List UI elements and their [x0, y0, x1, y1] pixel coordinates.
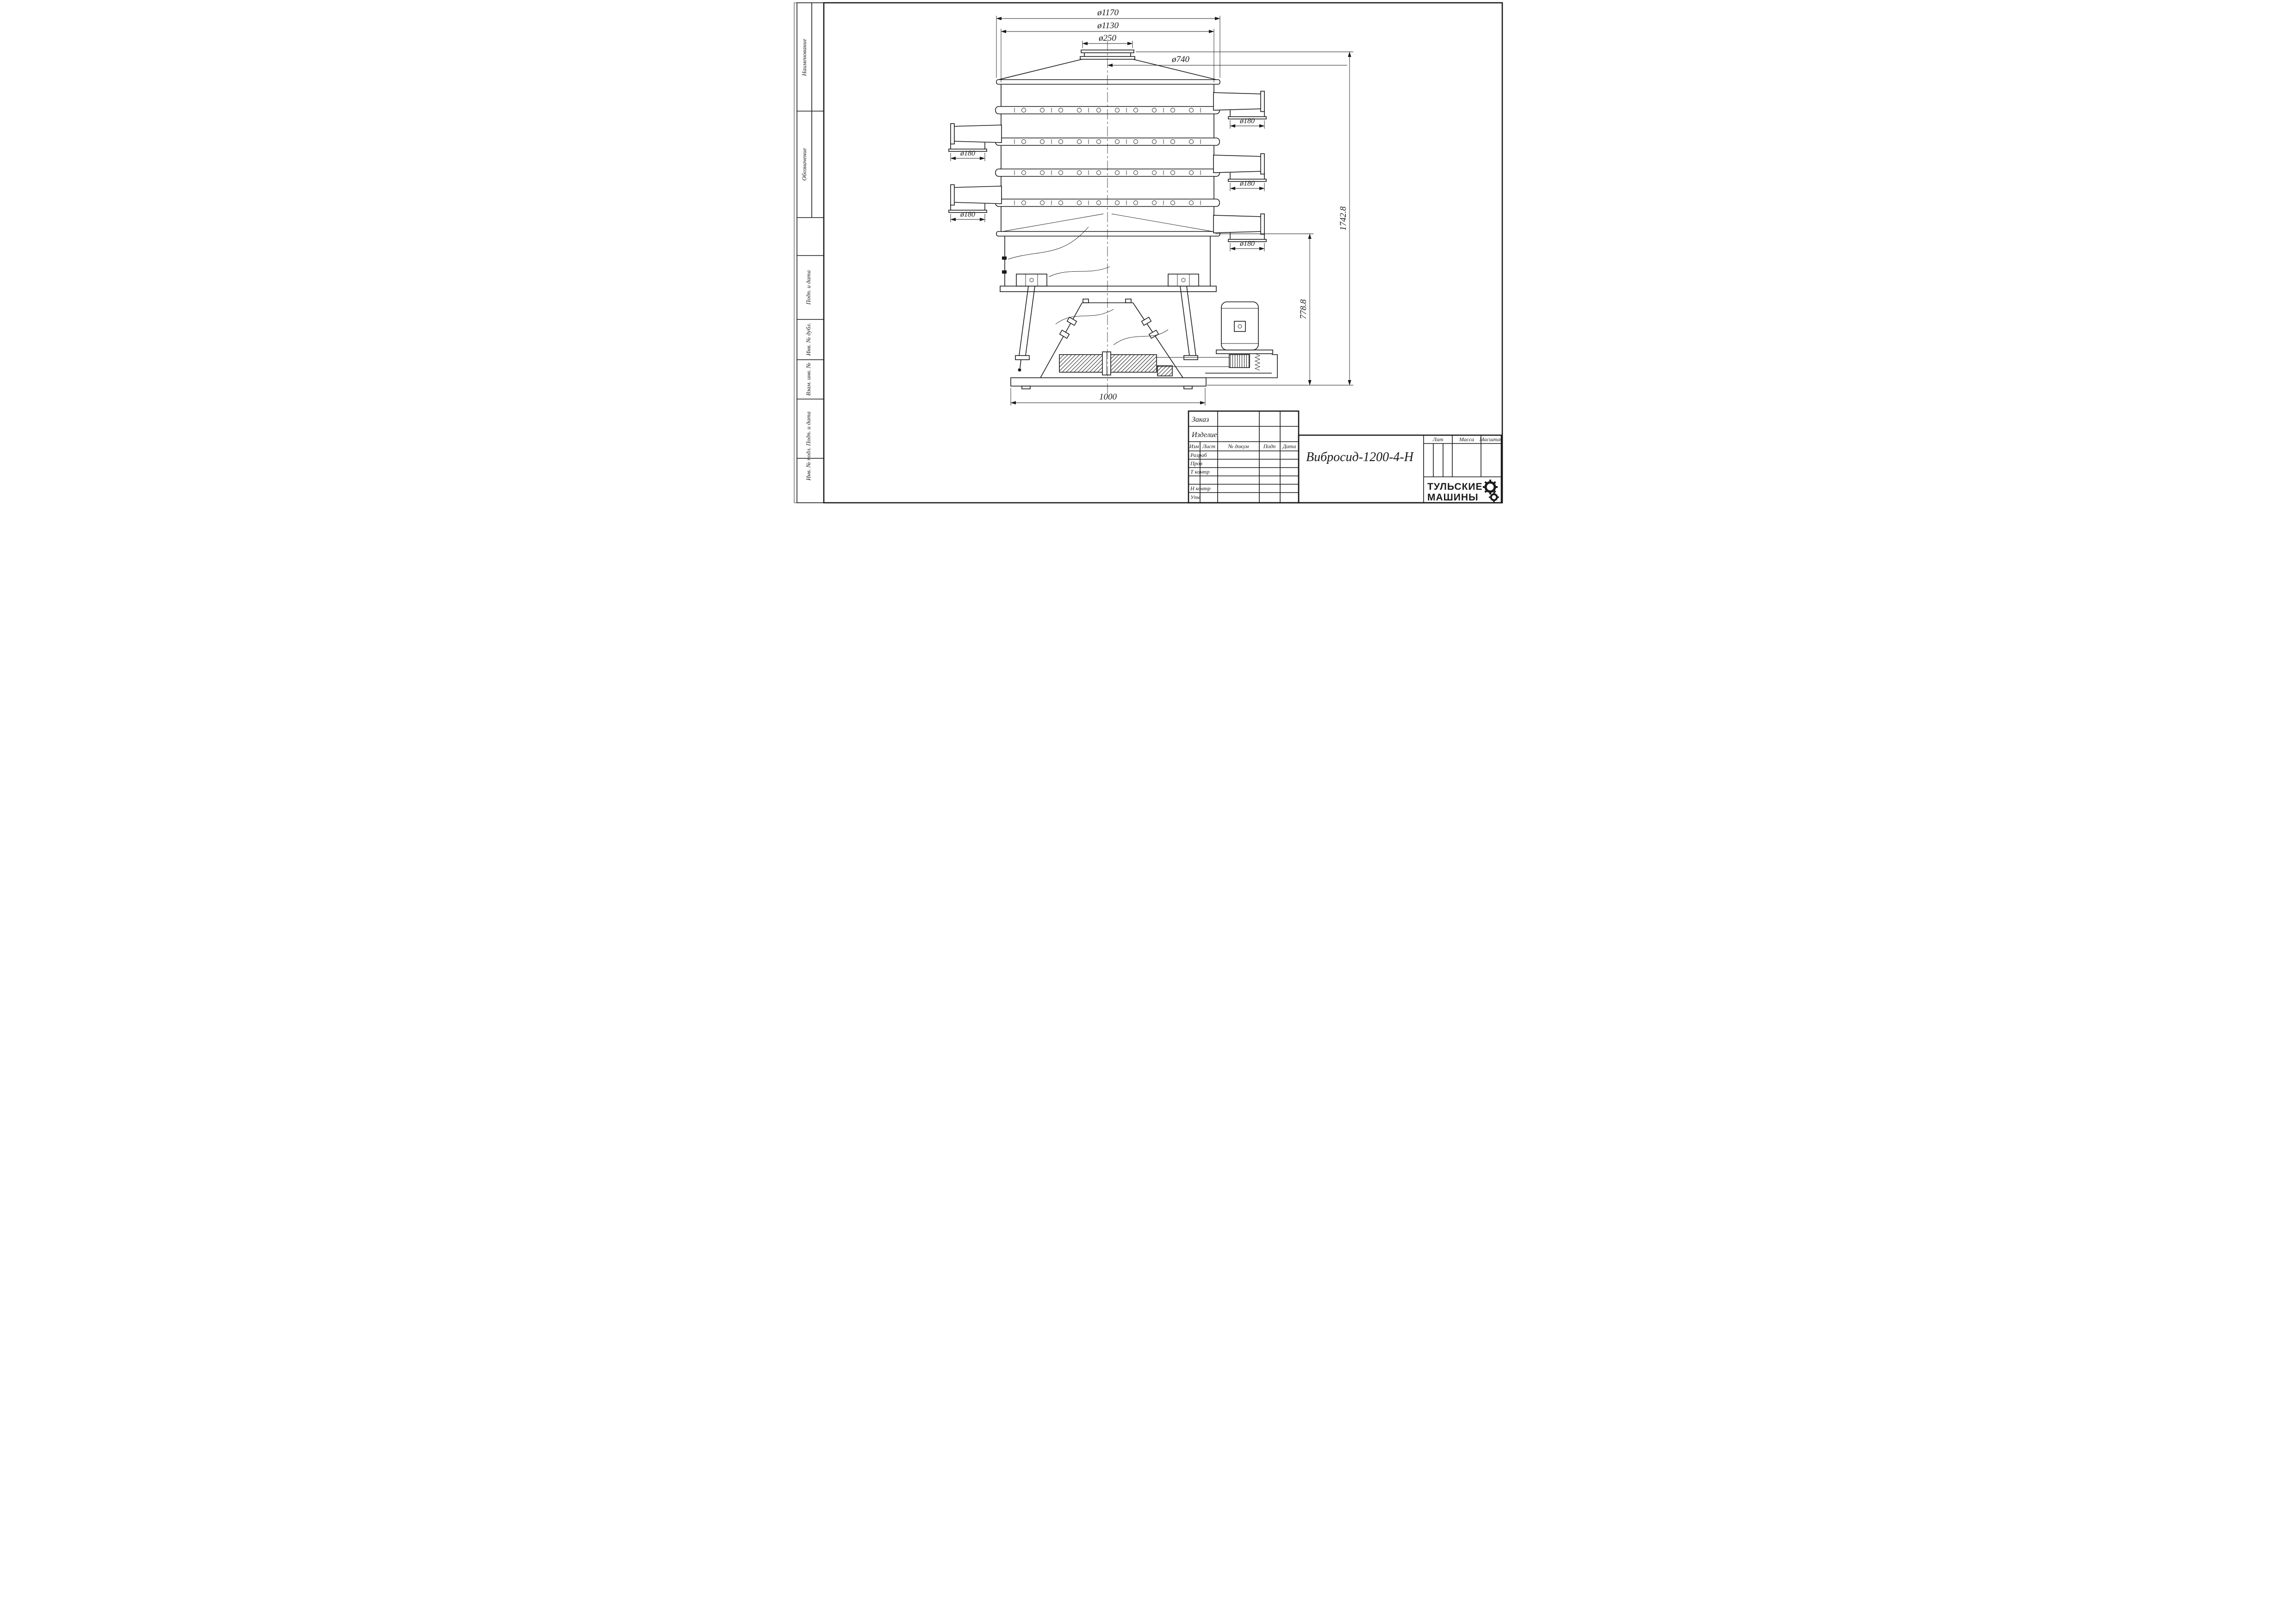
gear-icon — [1482, 480, 1498, 494]
base-unit — [999, 226, 1217, 292]
outlet-spout-left-1 — [949, 124, 1002, 161]
company-logo: ТУЛЬСКИЕ МАШИНЫ — [1427, 480, 1499, 503]
dim-top-inner: ø1130 — [1096, 21, 1119, 31]
suspension-and-legs — [1014, 274, 1199, 372]
left-margin-labels: Наименование Обозначение Подп. и дата Ин… — [801, 39, 812, 481]
titleblock-massa-label: Масса — [1458, 436, 1474, 443]
title-block: Заказ Изделие Изм Лист № докум Подп Дата… — [1188, 410, 1503, 504]
margin-label-podp-i-data-2: Подп. и дата — [805, 411, 812, 446]
drawing-sheet: Наименование Обозначение Подп. и дата Ин… — [789, 0, 1507, 507]
drive-assembly — [1058, 351, 1230, 376]
titleblock-masshtab-label: Масштаб — [1479, 436, 1503, 443]
titleblock-col-no-dokum: № докум — [1227, 443, 1249, 450]
titleblock-lit-label: Лит — [1432, 436, 1443, 443]
dim-height-total: 1742.8 — [1338, 206, 1348, 231]
company-name-line2: МАШИНЫ — [1427, 492, 1479, 503]
inner-stand — [1039, 299, 1183, 378]
titleblock-row-razrab: Разраб — [1190, 452, 1207, 458]
dim-outlet-left-2: ø180 — [960, 211, 975, 219]
dim-inlet: ø250 — [1098, 33, 1117, 43]
sheet-frame — [794, 2, 1503, 504]
titleblock-row-utv: Утв — [1190, 494, 1201, 500]
base-frame — [1010, 377, 1207, 389]
margin-label-vzam-inv-no: Взам. инв. № — [805, 362, 812, 396]
dim-outlet-left-1: ø180 — [960, 150, 975, 157]
gear-icon-small — [1488, 492, 1499, 502]
margin-label-podp-i-data-1: Подп. и дата — [805, 270, 812, 305]
dimension-annotations: ø1170 ø1130 ø250 ø740 1742.8 778.8 1000 … — [960, 8, 1353, 406]
titleblock-row-t-kontr: Т контр — [1190, 468, 1209, 475]
titleblock-col-izm: Изм — [1188, 443, 1199, 450]
titleblock-col-list: Лист — [1201, 443, 1215, 450]
titleblock-col-data: Дата — [1282, 443, 1295, 450]
titleblock-product-label: Изделие — [1191, 431, 1217, 439]
dim-outlet-right-2: ø180 — [1239, 180, 1255, 187]
margin-label-inv-no-dubl: Инв. № дубл. — [805, 323, 812, 356]
dim-cover: ø740 — [1171, 55, 1190, 64]
dim-height-base: 778.8 — [1299, 299, 1308, 319]
dim-outlet-right-3: ø180 — [1239, 240, 1255, 248]
dim-outlet-right-1: ø180 — [1239, 117, 1255, 125]
titleblock-order-label: Заказ — [1192, 416, 1209, 424]
bottom-cone — [996, 213, 1220, 237]
machine-drawing — [949, 41, 1278, 396]
engineering-drawing: Наименование Обозначение Подп. и дата Ин… — [794, 2, 1503, 504]
titleblock-col-podp: Подп — [1263, 443, 1276, 450]
motor-pulley — [1228, 354, 1250, 368]
margin-label-naimenovanie: Наименование — [801, 39, 808, 76]
motor-assembly — [1205, 301, 1278, 378]
titleblock-row-prov: Пров — [1190, 460, 1202, 467]
dim-base-width: 1000 — [1099, 392, 1117, 402]
margin-label-inv-no-podl: Инв. № подл. — [805, 447, 812, 481]
dim-top-outer: ø1170 — [1096, 8, 1119, 18]
document-title: Вибросид-1200-4-Н — [1306, 450, 1414, 464]
company-name-line1: ТУЛЬСКИЕ — [1427, 481, 1482, 492]
titleblock-row-n-kontr: Н контр — [1190, 485, 1210, 492]
margin-label-oboznachenie: Обозначение — [801, 148, 808, 181]
outlet-spout-left-2 — [949, 185, 1002, 222]
